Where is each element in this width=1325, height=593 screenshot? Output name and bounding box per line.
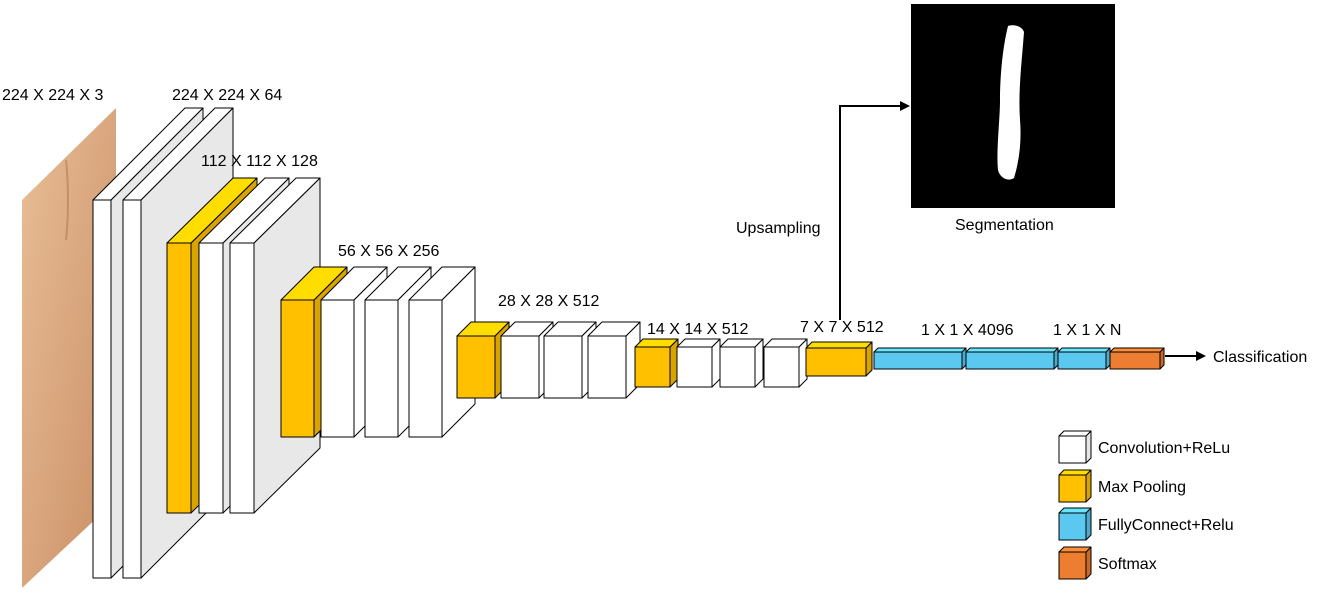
segmentation-label: Segmentation <box>955 217 1054 234</box>
conv-block-5c <box>763 338 808 388</box>
legend-item-fully-connected: FullyConnect+Relu <box>1058 507 1234 541</box>
stage-label-5: 14 X 14 X 512 <box>647 321 749 338</box>
leg1-cube <box>1058 469 1092 503</box>
conv-block-5a <box>676 338 721 388</box>
pool-block-5 <box>634 338 679 388</box>
upsampling-arrow <box>839 101 910 320</box>
legend-item-convolution: Convolution+ReLu <box>1058 430 1230 464</box>
segmentation-mask-image <box>911 4 1115 208</box>
classification-label: Classification <box>1213 349 1307 366</box>
legend-label-convolution: Convolution+ReLu <box>1098 440 1230 457</box>
pool-block-6 <box>805 341 873 377</box>
fc-block-1 <box>873 347 967 370</box>
fc-block-3 <box>1057 347 1111 370</box>
leg0-cube <box>1058 430 1092 464</box>
legend-item-softmax: Softmax <box>1058 546 1157 580</box>
legend-item-max-pooling: Max Pooling <box>1058 469 1186 503</box>
legend: Convolution+ReLu Max Pooling FullyConnec… <box>1058 430 1234 580</box>
legend-label-max-pooling: Max Pooling <box>1098 479 1186 496</box>
input-size-label: 224 X 224 X 3 <box>2 87 104 104</box>
legend-label-fully-connected: FullyConnect+Relu <box>1098 517 1234 534</box>
leg3-cube <box>1058 546 1092 580</box>
conv-block-4c <box>587 321 641 399</box>
max-pooling-block-icon <box>1058 469 1092 503</box>
upsampling-label: Upsampling <box>736 220 820 237</box>
leg2-cube <box>1058 507 1092 541</box>
fc-block-2 <box>965 347 1059 370</box>
stage-label-3: 56 X 56 X 256 <box>338 243 440 260</box>
softmax-block-icon <box>1058 546 1092 580</box>
stage-label-1: 224 X 224 X 64 <box>172 87 282 104</box>
legend-label-softmax: Softmax <box>1098 556 1157 573</box>
stage-label-7: 1 X 1 X 4096 <box>921 322 1014 339</box>
layer-blocks <box>92 107 1165 579</box>
stage-label-6: 7 X 7 X 512 <box>800 319 884 336</box>
stage-label-8: 1 X 1 X N <box>1053 322 1121 339</box>
fully-connected-block-icon <box>1058 507 1092 541</box>
softmax-block <box>1109 347 1165 370</box>
conv-block-5b <box>719 338 764 388</box>
stage-label-4: 28 X 28 X 512 <box>498 293 600 310</box>
stage-label-2: 112 X 112 X 128 <box>201 153 318 170</box>
convolution-block-icon <box>1058 430 1092 464</box>
